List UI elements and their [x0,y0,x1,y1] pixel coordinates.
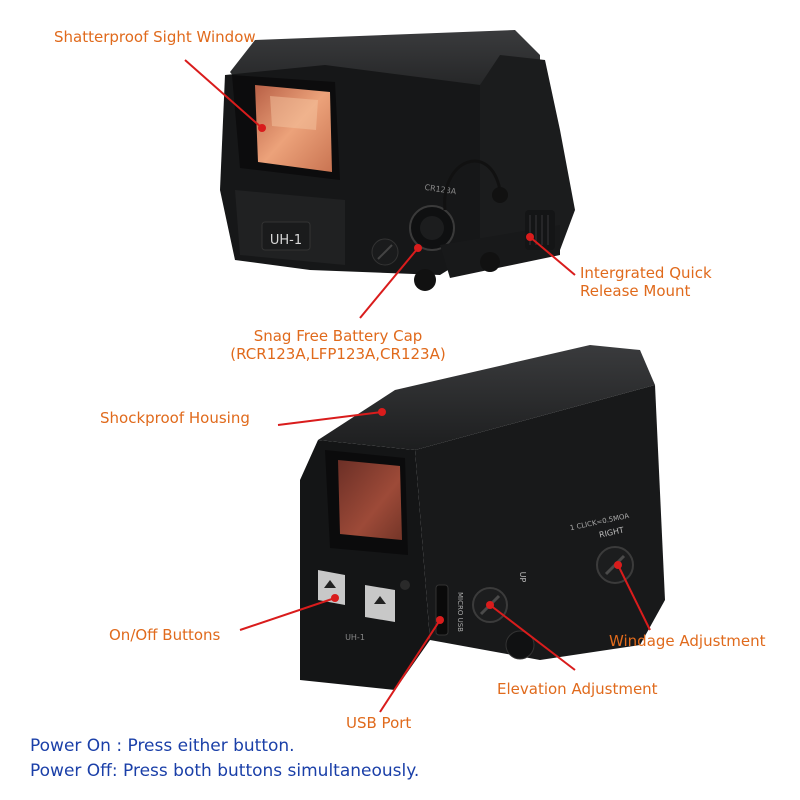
bottom-model-mark: UH-1 [345,633,365,642]
bottom-sight-device: UH-1 MICRO USB UP 1 CLICK=0.5MOA RIGHT [300,345,665,690]
pointer-quick-release [529,236,576,276]
top-knob-slot [377,244,393,260]
dot-battery-cap [414,244,422,252]
elevation-mark: UP [518,572,527,583]
bottom-lens [338,460,402,540]
top-model-mark: UH-1 [270,233,302,248]
top-side-mark: CR123A [424,183,457,196]
label-quick-release-line1: Intergrated Quick [580,264,712,282]
bottom-mount-screw [505,630,535,660]
tether-knob [492,187,508,203]
label-on-off: On/Off Buttons [109,626,221,644]
top-housing-side [470,55,575,260]
pointer-dots [258,124,622,624]
label-battery-cap: Snag Free Battery Cap (RCR123A,LFP123A,C… [228,327,448,363]
label-sight-window: Shatterproof Sight Window [54,28,256,46]
pointer-battery-cap [359,247,419,319]
usb-port [435,584,449,636]
label-quick-release: Intergrated Quick Release Mount [580,264,712,300]
label-battery-cap-line1: Snag Free Battery Cap [253,327,423,345]
usb-port-mark: MICRO USB [456,592,464,632]
pointer-sight-window [184,59,263,129]
top-lens-glare [270,96,318,130]
pointer-lines [184,59,651,713]
dot-quick-release [526,233,534,241]
label-windage: Windage Adjustment [609,632,766,650]
top-mount-nut [414,269,436,291]
label-quick-release-line2: Release Mount [580,282,691,300]
dot-on-off [331,594,339,602]
top-button-panel [261,221,311,251]
label-usb: USB Port [346,714,412,732]
pointer-windage [617,564,651,631]
bottom-housing-side [415,385,665,660]
bottom-housing-upper [318,345,655,450]
dot-sight-window [258,124,266,132]
off-button-arrow [374,596,386,604]
label-battery-cap-line2: (RCR123A,LFP123A,CR123A) [230,345,446,363]
instruction-power-off: Power Off: Press both buttons simultaneo… [30,761,420,781]
bottom-small-screw [400,580,410,590]
pointer-housing [277,411,383,426]
label-elevation: Elevation Adjustment [497,680,658,698]
top-mount-screw [480,252,500,272]
dot-elevation [486,601,494,609]
pointer-elevation [489,604,576,671]
dot-housing [378,408,386,416]
top-sight-device: UH-1 CR123A [220,30,575,291]
dot-windage [614,561,622,569]
pointer-on-off [239,597,336,631]
battery-cap-tether [443,159,502,211]
instruction-power-on: Power On : Press either button. [30,736,295,756]
on-button-arrow [324,580,336,588]
label-housing: Shockproof Housing [100,409,250,427]
pointer-usb [379,619,441,713]
battery-cap-center [420,216,444,240]
dot-usb [436,616,444,624]
